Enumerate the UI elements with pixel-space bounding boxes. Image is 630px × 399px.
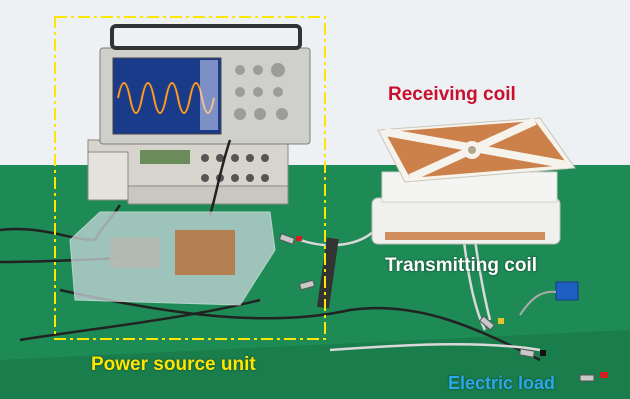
- electric-load-component: [555, 281, 579, 301]
- clip-tips: [296, 236, 608, 378]
- transmitting-coil-copper: [385, 232, 545, 240]
- scope-trace: [117, 82, 215, 114]
- circuit-board: [175, 230, 235, 275]
- receiving-coil-label: Receiving coil: [388, 84, 516, 105]
- circuit-board-left: [110, 238, 160, 268]
- power-supply-box: [87, 151, 129, 201]
- load-wires: [519, 290, 557, 316]
- voltage-probe: [317, 237, 339, 309]
- generator-display: [140, 150, 190, 164]
- power-source-unit-label: Power source unit: [91, 354, 256, 375]
- alligator-clips: [278, 233, 595, 382]
- table-shading: [0, 330, 630, 399]
- transmitting-coil-label: Transmitting coil: [385, 255, 538, 276]
- scope-side-menu: [200, 60, 218, 130]
- electric-load-label: Electric load: [448, 373, 556, 393]
- scope-buttons: [234, 63, 288, 120]
- power-source-dashed-frame: [54, 16, 326, 340]
- generator-lower-panel: [127, 185, 289, 205]
- oscilloscope-handle: [110, 24, 302, 50]
- plastic-box: [69, 211, 276, 306]
